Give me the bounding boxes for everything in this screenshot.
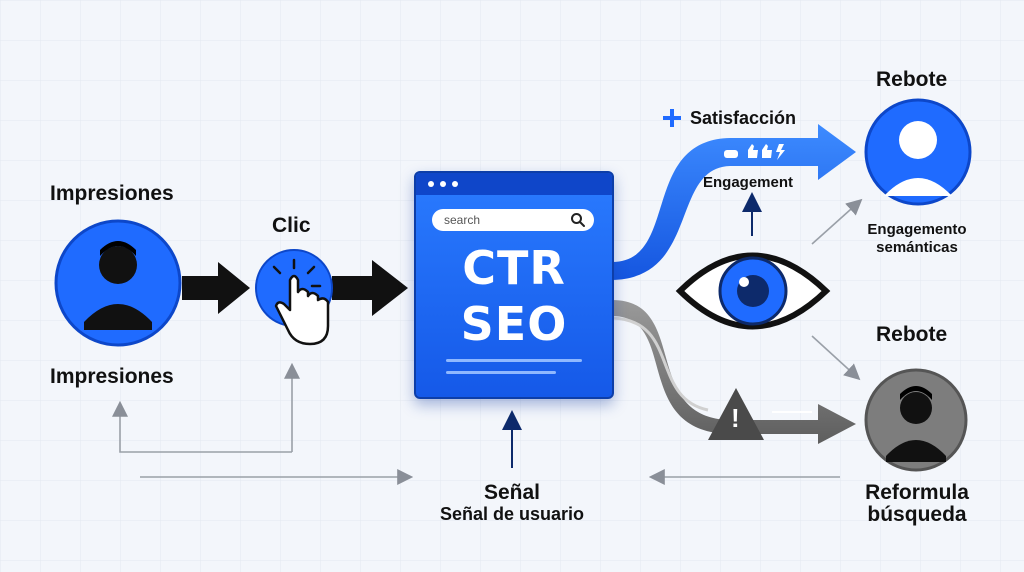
thin-connectors (112, 198, 863, 485)
cloud-icon (724, 150, 738, 158)
arrow-impresiones-to-clic (182, 262, 250, 314)
eye-to-reformula-arrow (811, 335, 861, 381)
clic-button (255, 249, 333, 346)
senal-usuario-label: Señal de usuario (439, 504, 585, 524)
window-dot-1 (428, 181, 434, 187)
eye-to-rebote-arrow (811, 198, 863, 245)
rebote-avatar-blue (864, 98, 972, 206)
browser-title-bar (416, 173, 612, 195)
engagement-semanticas-line1: Engagemento (867, 221, 967, 238)
search-box: search (432, 209, 594, 231)
eye-icon (675, 252, 831, 330)
impresiones-avatar (54, 219, 182, 347)
rebote-label-bottom: Rebote (876, 323, 948, 346)
impresiones-label-bottom: Impresiones (50, 365, 174, 388)
ctr-seo-browser-window: search CTR SEO (414, 171, 614, 399)
engagement-semanticas-line2: semánticas (876, 239, 958, 256)
reformula-avatar-gray (864, 368, 968, 472)
rebote-label-top: Rebote (876, 68, 948, 91)
engagement-label: Engagement (703, 174, 794, 191)
ribbon-icons (724, 144, 785, 160)
reformula-label-line1: Reformula (865, 481, 969, 504)
lightning-icon (776, 144, 785, 160)
senal-label: Señal (483, 481, 541, 504)
search-placeholder: search (444, 213, 481, 227)
impresiones-label-top: Impresiones (50, 182, 174, 205)
search-icon (571, 213, 585, 227)
thumbs-up-icon (748, 144, 758, 158)
clic-label: Clic (272, 214, 311, 237)
blue-satisfaction-path (612, 124, 856, 280)
ctr-word: CTR (462, 241, 566, 295)
reformula-label-line2: búsqueda (867, 503, 967, 526)
flow-arrows (182, 260, 408, 316)
text-line-2 (446, 371, 556, 374)
gray-reformula-path (612, 300, 856, 444)
warning-icon (708, 388, 764, 440)
plus-glyph: + (0, 0, 1, 1)
text-line-1 (446, 359, 582, 362)
thumbs-up-icon-2 (762, 144, 772, 158)
warning-exclamation: ! (731, 403, 740, 433)
window-dot-3 (452, 181, 458, 187)
seo-word: SEO (460, 297, 568, 351)
plus-icon (663, 109, 681, 127)
satisfaccion-label: Satisfacción (690, 108, 797, 128)
arrow-clic-to-ctr (332, 260, 408, 316)
gray-path-highlight (611, 316, 709, 412)
window-dot-2 (440, 181, 446, 187)
pointer-hand-icon (274, 274, 330, 346)
impresiones-feedback-arrow (112, 400, 292, 453)
